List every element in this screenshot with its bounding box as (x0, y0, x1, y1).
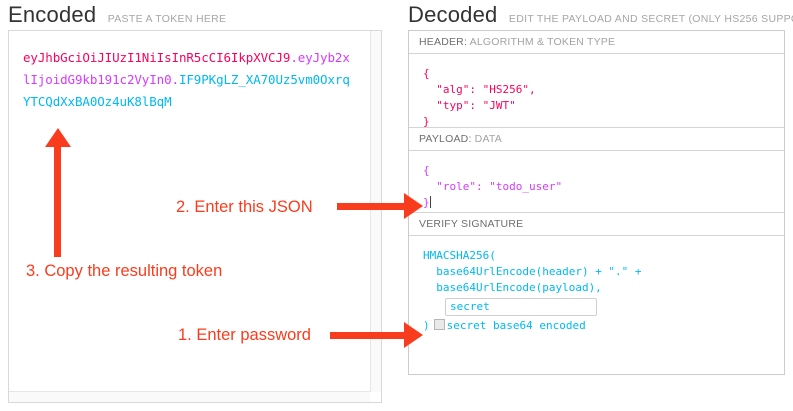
signature-section-label: VERIFY SIGNATURE (409, 213, 784, 236)
header-section-label: HEADER: ALGORITHM & TOKEN TYPE (409, 31, 784, 54)
token-separator-dot-2: . (171, 72, 180, 87)
header-section-label-strong: HEADER: (419, 36, 468, 48)
header-section-label-rest: ALGORITHM & TOKEN TYPE (467, 36, 616, 48)
text-cursor (429, 196, 431, 208)
encoded-subtitle: PASTE A TOKEN HERE (107, 13, 227, 25)
decoded-panel: HEADER: ALGORITHM & TOKEN TYPE { "alg": … (408, 30, 785, 375)
payload-json-editor[interactable]: { "role": "todo_user" } (409, 151, 784, 213)
annotation-step-3-arrow-head (45, 128, 71, 147)
token-payload-segment: eyJyb2xlIjoidG9kb191c2VyIn0 (23, 50, 350, 87)
annotation-step-2-text: 2. Enter this JSON (176, 198, 313, 216)
payload-section-label: PAYLOAD: DATA (409, 128, 784, 151)
header-json-editor[interactable]: { "alg": "HS256", "typ": "JWT" } (409, 54, 784, 128)
token-signature-segment: IF9PKgLZ_XA70Uz5vm0OxrqYTCQdXxBA0Oz4uK8l… (23, 72, 350, 109)
hmac-line-3: base64UrlEncode(payload), (423, 281, 602, 294)
secret-base64-label[interactable]: secret base64 encoded (446, 319, 586, 332)
closing-paren: ) (423, 319, 430, 332)
annotation-step-3-text: 3. Copy the resulting token (26, 262, 223, 280)
encoded-token-text[interactable]: eyJhbGciOiJIUzI1NiIsInR5cCI6IkpXVCJ9.eyJ… (23, 47, 353, 113)
signature-section-label-strong: VERIFY SIGNATURE (419, 218, 524, 230)
annotation-step-1-text: 1. Enter password (178, 326, 311, 344)
encoded-title: Encoded (8, 2, 97, 27)
payload-section-label-rest: DATA (471, 133, 502, 145)
header-json-text: { "alg": "HS256", "typ": "JWT" } (423, 67, 536, 128)
secret-base64-row: ) secret base64 encoded (423, 318, 784, 334)
encoded-heading: Encoded PASTE A TOKEN HERE (8, 2, 226, 28)
decoded-title: Decoded (408, 2, 498, 27)
payload-section-label-strong: PAYLOAD: (419, 133, 472, 145)
annotation-step-3-arrow-shaft (54, 145, 61, 257)
annotation-step-2-arrow-shaft (337, 203, 407, 210)
token-header-segment: eyJhbGciOiJIUzI1NiIsInR5cCI6IkpXVCJ9 (23, 50, 291, 65)
secret-base64-checkbox[interactable] (433, 319, 445, 330)
signature-editor: HMACSHA256( base64UrlEncode(header) + ".… (409, 236, 784, 356)
hmac-line-2: base64UrlEncode(header) + "." + (423, 265, 642, 278)
secret-input-wrapper (445, 298, 784, 316)
encoded-token-panel[interactable]: eyJhbGciOiJIUzI1NiIsInR5cCI6IkpXVCJ9.eyJ… (8, 30, 382, 403)
encoded-panel-footer-bar (9, 391, 370, 402)
annotation-step-2-arrow-head (404, 193, 423, 219)
encoded-panel-scrollbar[interactable] (370, 31, 381, 392)
decoded-subtitle: EDIT THE PAYLOAD AND SECRET (ONLY HS256 … (508, 13, 793, 25)
payload-json-text: { "role": "todo_user" } (423, 164, 563, 209)
token-separator-dot-1: . (290, 50, 298, 65)
decoded-heading: Decoded EDIT THE PAYLOAD AND SECRET (ONL… (408, 2, 793, 28)
hmac-line-1: HMACSHA256( (423, 249, 496, 262)
annotation-step-1-arrow-head (404, 322, 423, 348)
secret-input[interactable] (445, 298, 597, 316)
annotation-step-1-arrow-shaft (330, 332, 407, 339)
